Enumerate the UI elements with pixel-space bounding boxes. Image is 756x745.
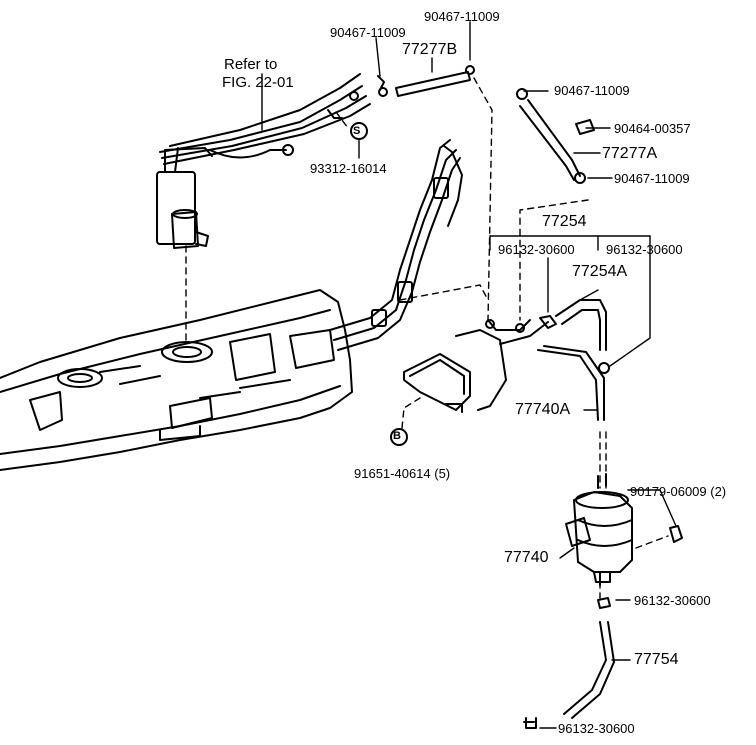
fuel-tank [0, 289, 353, 471]
label-77754: 77754 [634, 651, 679, 668]
label-90467-top-left: 90467-11009 [330, 25, 406, 40]
label-refer-to: Refer to [224, 56, 278, 73]
hoses-top [395, 65, 595, 184]
dashed-lines [185, 77, 669, 599]
hose-77754 [523, 597, 615, 729]
fuel-pipes [329, 139, 463, 351]
label-96132-a: 96132-30600 [498, 242, 575, 257]
label-96132-c: 96132-30600 [634, 593, 711, 608]
label-fig-ref: FIG. 22-01 [222, 74, 294, 91]
label-96132-b: 96132-30600 [606, 242, 683, 257]
hose-77277b [395, 71, 471, 97]
label-90467-right-a: 90467-11009 [554, 83, 630, 98]
label-77740a: 77740A [515, 401, 571, 418]
label-77254: 77254 [542, 213, 587, 230]
label-90467-right-b: 90467-11009 [614, 171, 690, 186]
label-77277a: 77277A [602, 145, 658, 162]
marker-s-text: S [353, 125, 361, 137]
fuel-pump-assy [156, 73, 388, 249]
label-91651: 91651-40614 (5) [354, 466, 451, 481]
charcoal-canister [565, 473, 633, 586]
label-90467-top-right: 90467-11009 [424, 9, 500, 24]
label-77277b: 77277B [402, 41, 458, 58]
evap-bracket [403, 299, 610, 421]
label-90464: 90464-00357 [614, 121, 691, 136]
label-77254a: 77254A [572, 263, 628, 280]
label-96132-d: 96132-30600 [558, 721, 635, 736]
bolt-marker-b [390, 428, 408, 446]
label-90179: 90179-06009 (2) [630, 484, 727, 499]
label-93312: 93312-16014 [310, 161, 387, 176]
label-77740: 77740 [504, 549, 549, 566]
leader-lines [261, 21, 677, 729]
marker-b-text: B [393, 430, 401, 442]
bolt-90179 [669, 525, 683, 543]
clip-marker-s [350, 122, 368, 140]
